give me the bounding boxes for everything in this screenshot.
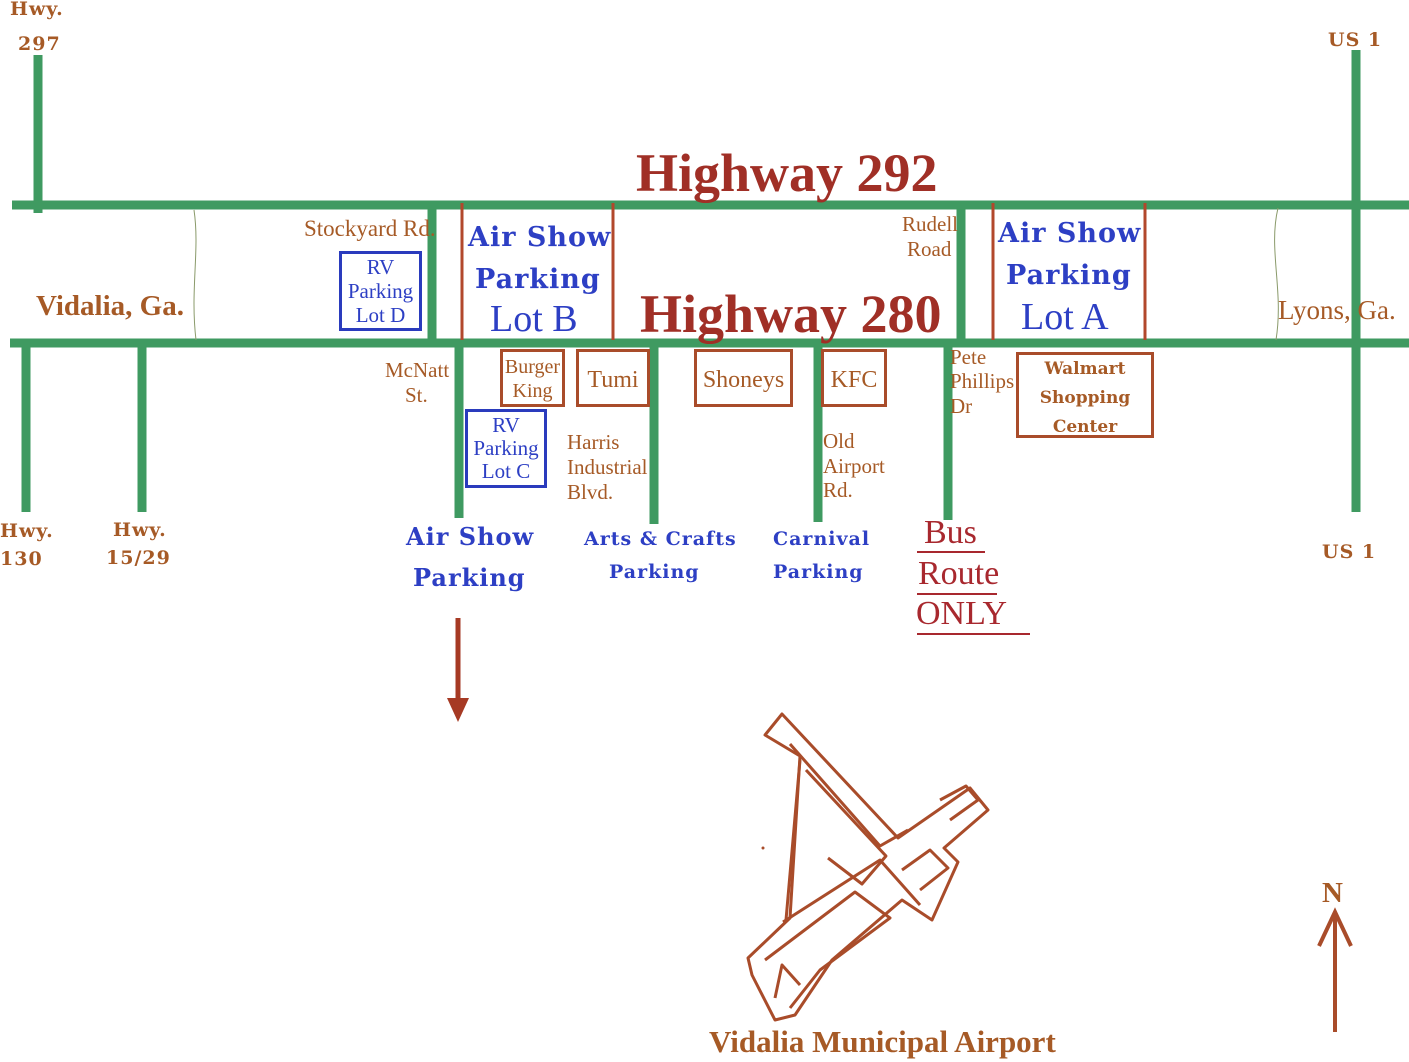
burger-king-line-1: Burger: [504, 356, 561, 378]
down-arrow-icon: [447, 618, 469, 722]
lyons-boundary: [1274, 207, 1279, 341]
highway-292-label: Highway 292: [636, 143, 938, 203]
tumi-label: Tumi: [587, 367, 639, 393]
old-airport-label-c: Rd.: [823, 478, 853, 502]
bus-route-line-1: Bus: [924, 514, 977, 551]
air-show-parking-label-a: Air Show: [406, 522, 535, 551]
carnival-label-a: Carnival: [773, 528, 871, 550]
rv-c-line-3: Lot C: [481, 459, 531, 483]
lot-b-line-2: Parking: [475, 264, 601, 295]
rv-c-line-2: Parking: [473, 436, 539, 460]
hwy-15-29-label-b: 15/29: [106, 547, 171, 569]
walmart-line-3: Center: [1052, 417, 1118, 437]
rv-d-line-1: RV: [366, 255, 395, 279]
pete-label-c: Dr: [950, 394, 973, 418]
compass-north-label: N: [1322, 877, 1343, 909]
bus-route-line-2: Route: [918, 555, 1000, 592]
north-arrow-icon: [1317, 907, 1353, 1032]
airport-runway-icon: [746, 712, 990, 1022]
old-airport-label-b: Airport: [823, 454, 885, 478]
shoneys-label: Shoneys: [702, 367, 785, 393]
kfc-box: KFC: [821, 349, 887, 407]
shoneys-box: Shoneys: [694, 349, 793, 407]
hwy-130-label-a: Hwy.: [0, 520, 54, 542]
burger-king-line-2: King: [512, 380, 553, 402]
carnival-label-b: Parking: [773, 561, 864, 583]
rv-c-line-1: RV: [492, 413, 520, 437]
lyons-label: Lyons, Ga.: [1278, 295, 1396, 325]
harris-label-b: Industrial: [567, 455, 648, 479]
kfc-label: KFC: [830, 367, 878, 393]
vidalia-label: Vidalia, Ga.: [36, 290, 184, 322]
pete-label-b: Phillips: [950, 369, 1015, 393]
walmart-line-2: Shopping: [1039, 388, 1131, 408]
rv-parking-lot-c: RV Parking Lot C: [465, 409, 547, 488]
arts-crafts-label-b: Parking: [609, 561, 700, 583]
lot-b-line-3: Lot B: [490, 298, 578, 340]
rv-parking-lot-d: RV Parking Lot D: [339, 251, 422, 331]
rv-d-line-2: Parking: [347, 279, 414, 303]
hwy-297-label-b: 297: [18, 33, 61, 55]
hwy-15-29-label-a: Hwy.: [113, 519, 167, 541]
map-dot: [761, 846, 765, 850]
airport-label: Vidalia Municipal Airport: [709, 1024, 1056, 1059]
tumi-box: Tumi: [576, 349, 650, 407]
us1-bottom-label: US 1: [1322, 541, 1377, 563]
hwy-297-label-a: Hwy.: [10, 0, 64, 20]
lot-a-line-2: Parking: [1006, 260, 1132, 291]
harris-label-c: Blvd.: [567, 480, 614, 504]
air-show-parking-label-b: Parking: [413, 563, 526, 592]
rv-d-line-3: Lot D: [355, 303, 406, 327]
old-airport-label-a: Old: [823, 429, 855, 453]
harris-label-a: Harris: [567, 430, 620, 454]
burger-king-box: Burger King: [500, 349, 565, 407]
lot-a-line-1: Air Show: [998, 218, 1142, 249]
stockyard-road-label: Stockyard Rd.: [304, 216, 436, 241]
walmart-box: Walmart Shopping Center: [1016, 352, 1154, 438]
pete-label-a: Pete: [950, 345, 987, 369]
rudell-label-b: Road: [907, 237, 952, 261]
rudell-label-a: Rudell: [902, 212, 958, 236]
highway-280-label: Highway 280: [640, 284, 942, 344]
mcnatt-label-a: McNatt: [385, 358, 450, 382]
lot-a-line-3: Lot A: [1021, 296, 1109, 338]
mcnatt-label-b: St.: [405, 383, 428, 407]
walmart-line-1: Walmart: [1044, 359, 1126, 379]
vidalia-boundary: [193, 209, 197, 341]
arts-crafts-label-a: Arts & Crafts: [584, 528, 737, 550]
bus-route-line-3: ONLY: [916, 595, 1008, 632]
lot-b-line-1: Air Show: [468, 222, 612, 253]
hwy-130-label-b: 130: [0, 548, 43, 570]
us1-top-label: US 1: [1328, 29, 1383, 51]
